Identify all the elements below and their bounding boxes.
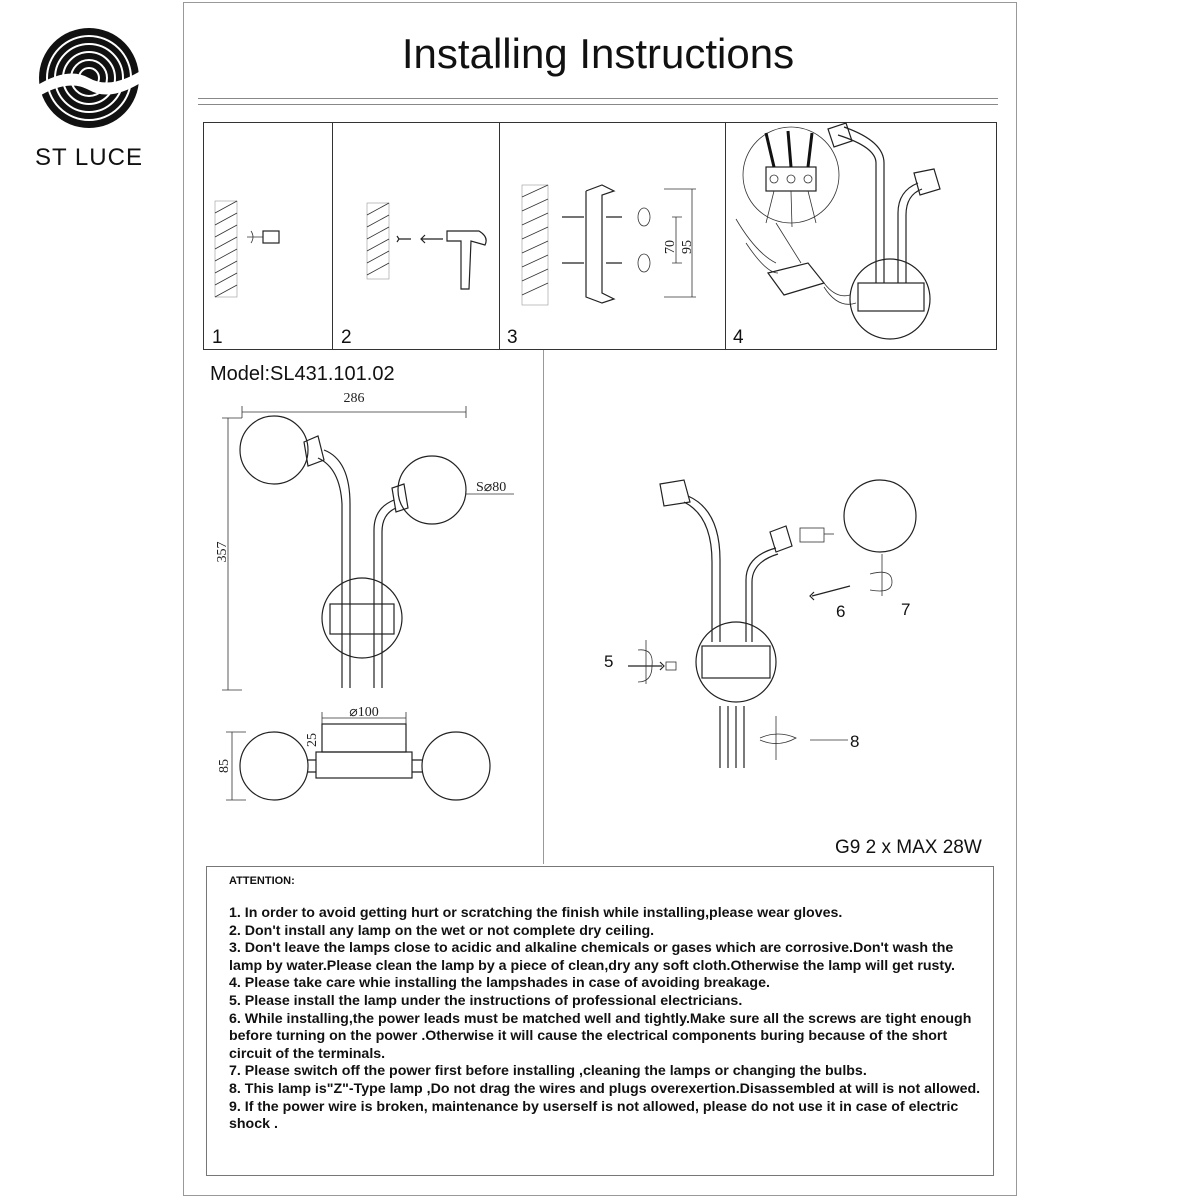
attention-item: 1. In order to avoid getting hurt or scr… — [229, 905, 843, 921]
step-3-dim-70: 70 — [663, 240, 678, 254]
step-2-number: 2 — [341, 327, 352, 348]
callout-5: 5 — [604, 652, 614, 671]
base-diameter: ⌀100 — [349, 705, 378, 720]
attention-item: 2. Don't install any lamp on the wet or … — [229, 922, 655, 939]
callout-6: 6 — [836, 602, 846, 621]
attention-item: 3. Don't leave the lamps close to acidic… — [229, 940, 955, 974]
title-rule-bottom — [198, 104, 998, 105]
attention-item: 8. This lamp is"Z"-Type lamp ,Do not dra… — [229, 1080, 981, 1097]
attention-item: 9. If the power wire is broken, maintena… — [229, 1098, 959, 1133]
dim-base-depth: 25 — [305, 733, 320, 747]
callout-8: 8 — [850, 732, 860, 751]
attention-box: ATTENTION: 1. In order to avoid getting … — [206, 866, 994, 1176]
shade-diameter: S⌀80 — [476, 480, 506, 495]
step-3-dim-95: 95 — [680, 240, 695, 254]
assembly-drawing — [628, 479, 917, 768]
dim-depth: 85 — [217, 759, 232, 773]
installation-steps: 1 2 3 4 70 95 — [203, 122, 997, 350]
attention-item: 7. Please switch off the power first bef… — [229, 1063, 867, 1080]
step-2-hammer-illustration — [366, 202, 487, 290]
attention-item: 4. Please take care whie installing the … — [229, 975, 770, 992]
dim-height: 357 — [215, 542, 230, 563]
step-1-number: 1 — [212, 327, 223, 348]
step-4-wiring-illustration — [735, 122, 941, 340]
callout-7: 7 — [901, 600, 911, 619]
attention-list: 1. In order to avoid getting hurt or scr… — [229, 905, 989, 1134]
page-title: Installing Instructions — [401, 30, 795, 77]
model-label: Model:SL431.101.02 — [210, 363, 395, 385]
step-3-bracket-illustration — [521, 184, 696, 306]
attention-item: 5. Please install the lamp under the ins… — [229, 992, 743, 1009]
section-divider — [543, 350, 544, 864]
brand-logo: ST LUCE — [28, 26, 150, 176]
step-3-number: 3 — [507, 327, 518, 348]
document-frame — [183, 2, 1017, 1196]
attention-heading: ATTENTION: — [229, 875, 295, 887]
swirl-logo-icon — [36, 28, 142, 128]
step-4-number: 4 — [733, 327, 744, 348]
brand-name: ST LUCE — [35, 144, 143, 171]
attention-item: 6. While installing,the power leads must… — [229, 1010, 972, 1062]
bulb-spec: G9 2 x MAX 28W — [835, 837, 982, 858]
step-1-wall-illustration — [214, 200, 280, 298]
model-dimension-drawing: 286 357 S⌀80 ⌀100 85 25 — [215, 391, 514, 801]
title-rule-top — [198, 98, 998, 99]
dim-width: 286 — [344, 391, 365, 406]
